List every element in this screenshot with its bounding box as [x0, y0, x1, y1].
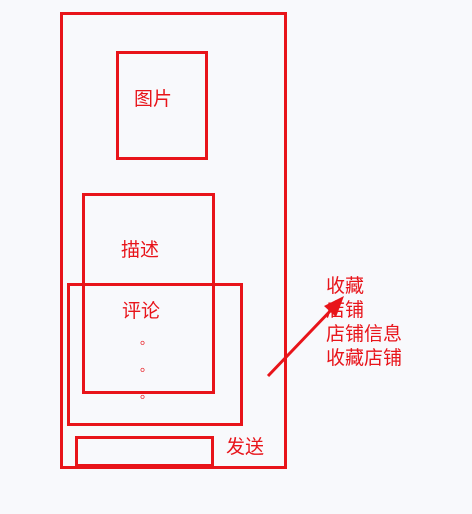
- page-frame: [60, 12, 287, 469]
- ellipsis-dot-2: 。: [140, 360, 154, 375]
- menu-item-store[interactable]: 店铺: [326, 299, 365, 321]
- image-label: 图片: [134, 88, 173, 110]
- popup-menu: 收藏 店铺 店铺信息 收藏店铺: [326, 274, 402, 370]
- ellipsis-dot-3: 。: [140, 387, 154, 402]
- description-box: [82, 193, 215, 394]
- arrow-head: [324, 296, 344, 317]
- input-box[interactable]: [75, 436, 214, 467]
- comments-box: [67, 283, 243, 426]
- menu-item-favorite-store[interactable]: 收藏店铺: [326, 347, 403, 369]
- ellipsis-dot-1: 。: [140, 333, 154, 348]
- description-label: 描述: [121, 239, 160, 261]
- menu-item-favorite[interactable]: 收藏: [326, 275, 365, 297]
- image-box: [116, 51, 208, 160]
- comments-label: 评论: [122, 300, 161, 322]
- menu-item-store-info[interactable]: 店铺信息: [326, 323, 403, 345]
- send-label[interactable]: 发送: [226, 436, 265, 458]
- arrow-shaft: [266, 305, 336, 378]
